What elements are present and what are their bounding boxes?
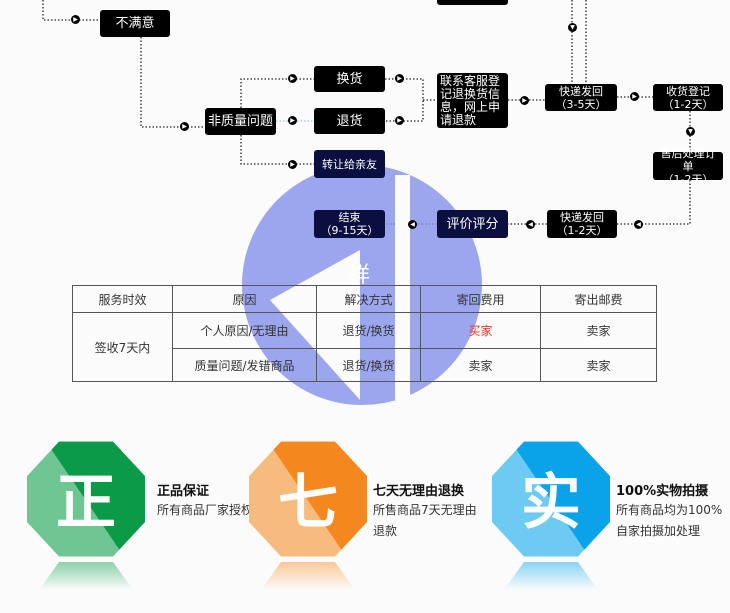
badge-glyph: 实: [521, 468, 581, 538]
ship-fee-cell: 卖家: [540, 312, 657, 349]
box-review: 评价评分: [437, 210, 508, 238]
col-header: 原因: [172, 285, 317, 313]
arrow-right-icon: ▶: [288, 116, 297, 125]
arrow-right-icon: ▶: [395, 74, 404, 83]
col-header: 解决方式: [316, 285, 421, 313]
return-policy-table: 服务时效 原因 解决方式 寄回费用 寄出邮费 签收7天内 个人原因/无理由 退货…: [72, 285, 657, 382]
arrow-right-icon: ▶: [630, 92, 639, 101]
box-non-quality: 非质量问题: [205, 108, 276, 135]
arrow-left-icon: ◀: [408, 220, 417, 229]
solution-cell: 退货/换货: [316, 312, 421, 349]
seven-day-badge-icon: 七: [249, 441, 367, 590]
arrow-right-icon: ▶: [288, 74, 297, 83]
reason-cell: 个人原因/无理由: [172, 312, 317, 349]
return-fee-cell: 买家: [420, 312, 541, 349]
col-header: 服务时效: [72, 285, 173, 313]
table-row: 质量问题/发错商品 退货/换货 卖家 卖家: [73, 348, 657, 382]
badge-glyph: 七: [278, 468, 338, 538]
badge-desc: 所有商品均为100%自家拍摄加处理: [616, 503, 723, 538]
box-transfer: 转让给亲友: [314, 150, 385, 178]
col-header: 寄回费用: [420, 285, 541, 313]
box-ship-back-1: 快递发回 （3-5天）: [545, 84, 617, 111]
badge-glyph: 正: [56, 468, 116, 538]
box-unsatisfied: 不满意: [100, 10, 170, 37]
badge-desc: 所售商品7天无理由退款: [373, 503, 477, 538]
box-return: 退货: [314, 108, 385, 134]
box-end: 结束 （9-15天）: [314, 210, 385, 238]
table-header-row: 服务时效 原因 解决方式 寄回费用 寄出邮费: [72, 285, 657, 313]
arrow-down-icon: ▼: [686, 127, 695, 136]
table-row: 签收7天内 个人原因/无理由 退货/换货 买家 卖家: [72, 312, 657, 382]
badge-desc: 所有商品厂家授权: [157, 503, 254, 517]
period-cell: 签收7天内: [72, 312, 173, 382]
ship-fee-cell: 卖家: [540, 348, 657, 382]
reason-cell: 质量问题/发错商品: [172, 348, 317, 382]
badge-title: 100%实物拍摄: [616, 484, 709, 499]
return-fee-cell: 卖家: [420, 348, 541, 382]
arrow-right-icon: ▶: [71, 15, 80, 24]
box-ship-back-2: 快递发回 （1-2天）: [547, 210, 617, 238]
arrow-right-icon: ▶: [288, 160, 297, 169]
real-photo-badge-icon: 实: [492, 441, 610, 590]
col-header: 寄出邮费: [540, 285, 657, 313]
box-exchange: 换货: [314, 66, 385, 92]
badge-title: 正品保证: [157, 484, 210, 499]
arrow-right-icon: ▶: [180, 122, 189, 131]
arrow-left-icon: ◀: [634, 220, 643, 229]
box-contact: 联系客服登记退换货信息，网上申请退款: [437, 73, 508, 128]
arrow-down-icon: ▼: [568, 23, 577, 32]
solution-cell: 退货/换货: [316, 348, 421, 382]
top-box: [437, 0, 508, 5]
arrow-right-icon: ▶: [395, 116, 404, 125]
authentic-badge-icon: 正: [27, 441, 145, 590]
box-process: 售后处理订单 （1-2天）: [653, 147, 723, 186]
arrow-left-icon: ◀: [526, 220, 535, 229]
badge-title: 七天无理由退换: [373, 484, 465, 499]
box-receive: 收货登记 （1-2天）: [653, 84, 723, 111]
arrow-right-icon: ▶: [520, 96, 529, 105]
